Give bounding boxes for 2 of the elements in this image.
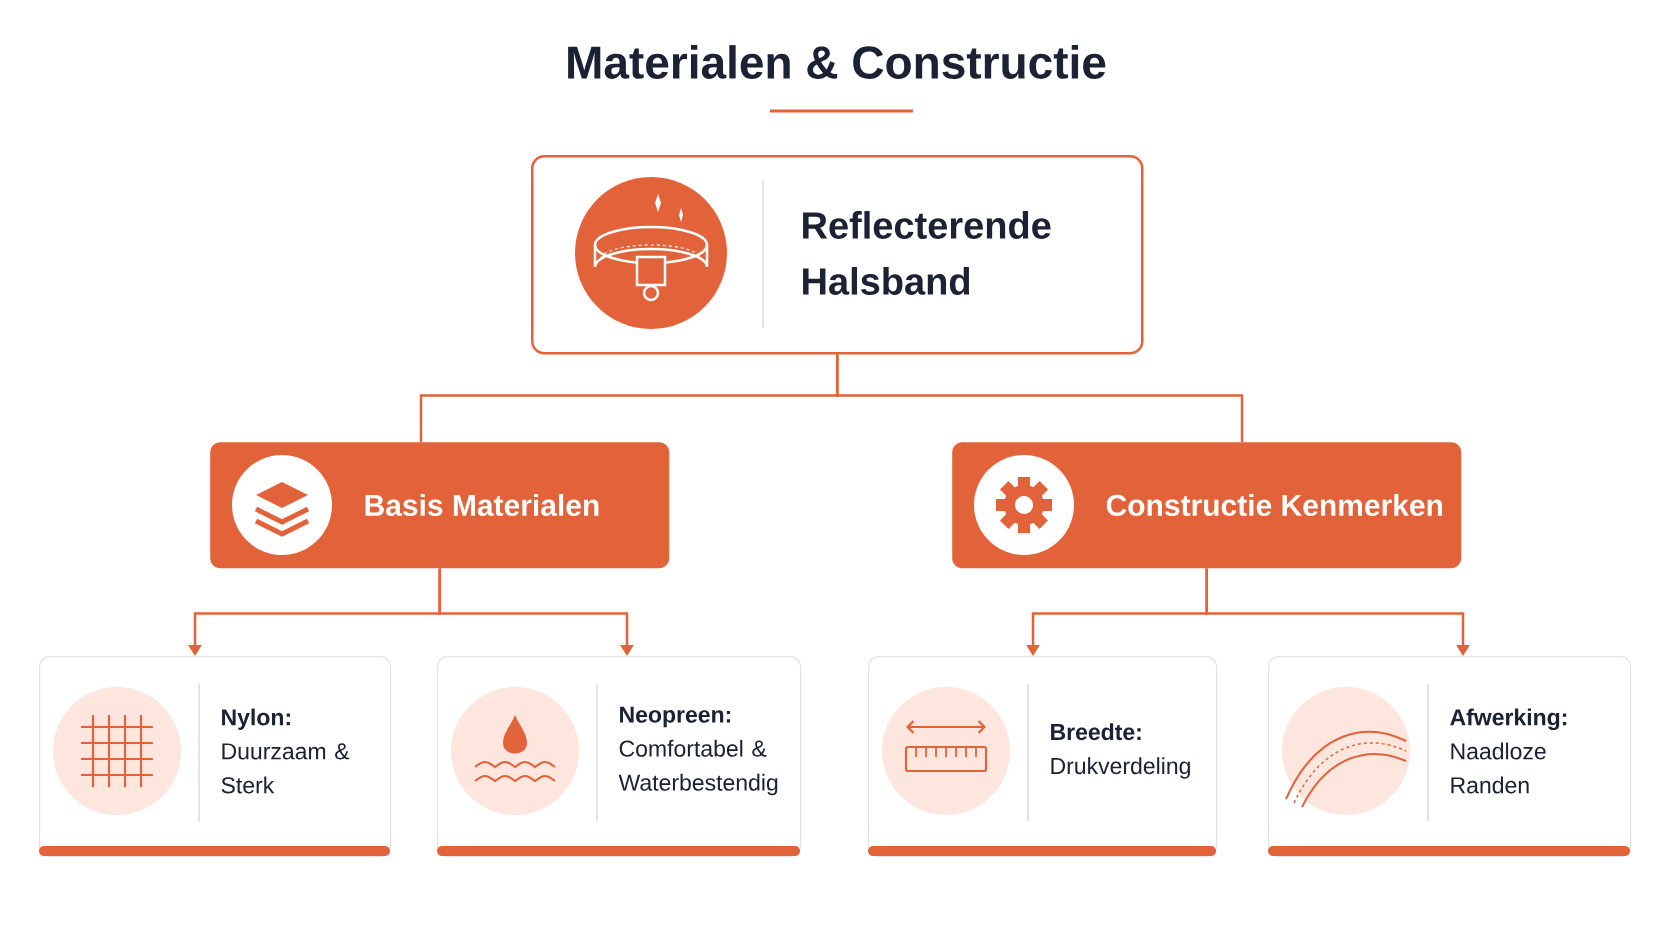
title: Materialen & Constructie (568, 45, 1106, 79)
connector (836, 354, 1244, 442)
